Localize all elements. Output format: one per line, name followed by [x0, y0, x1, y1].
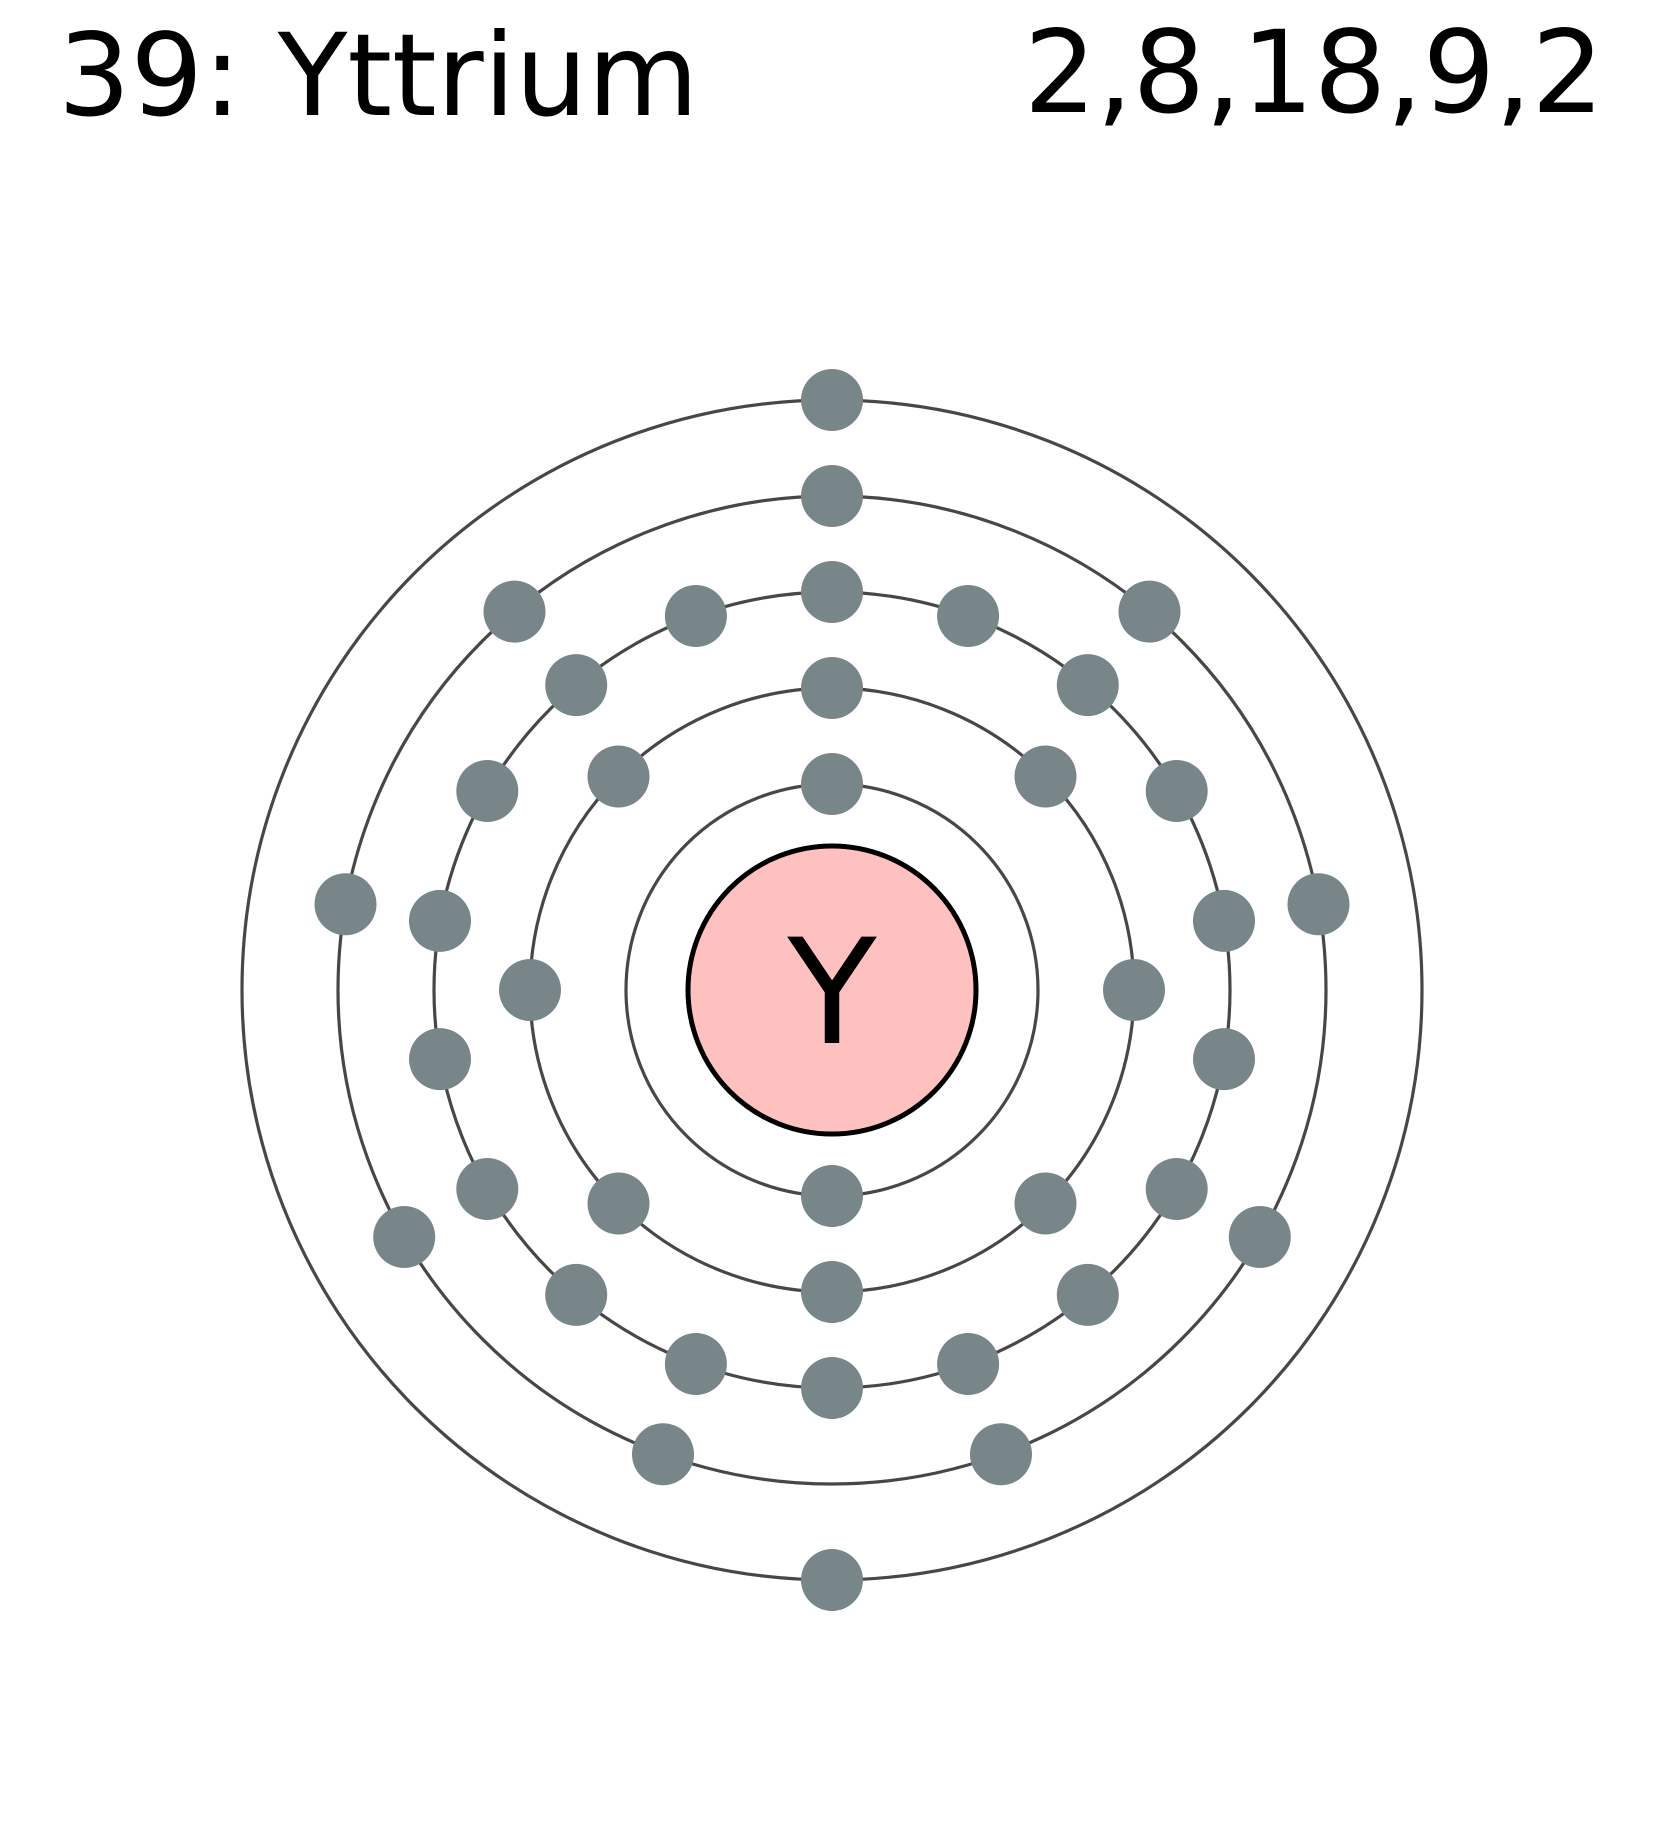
electron-icon	[373, 1206, 436, 1268]
electron-icon	[409, 889, 471, 952]
electron-icon	[801, 369, 863, 431]
electron-icon	[801, 465, 863, 527]
electron-icon	[1103, 959, 1165, 1021]
electron-icon	[664, 585, 727, 647]
electron-icon	[937, 585, 1000, 647]
electron-icon	[1193, 1028, 1255, 1091]
electron-icon	[587, 1172, 650, 1235]
electron-icon	[1228, 1206, 1291, 1268]
electron-icon	[1014, 1172, 1077, 1235]
electron-icon	[1056, 654, 1119, 717]
electron-icon	[1145, 760, 1208, 822]
nucleus-circle	[685, 843, 979, 1137]
electrons	[314, 369, 1350, 1611]
electron-icon	[937, 1333, 1000, 1395]
electron-icon	[456, 760, 519, 822]
electron-icon	[801, 1165, 863, 1227]
electron-icon	[314, 873, 377, 936]
electron-icon	[1193, 889, 1255, 952]
electron-icon	[801, 561, 863, 623]
electron-icon	[664, 1333, 727, 1395]
electron-icon	[483, 580, 546, 643]
electron-icon	[545, 1263, 608, 1326]
electron-icon	[1014, 745, 1077, 808]
electron-configuration: 2,8,18,9,2	[1024, 6, 1604, 139]
nucleus-symbol: Y	[786, 908, 877, 1078]
electron-icon	[1145, 1158, 1208, 1220]
electron-icon	[801, 753, 863, 815]
electron-icon	[801, 1549, 863, 1611]
electron-icon	[801, 657, 863, 719]
electron-icon	[632, 1423, 694, 1486]
electron-icon	[1287, 873, 1350, 936]
electron-icon	[409, 1028, 471, 1091]
electron-icon	[1118, 580, 1181, 643]
electron-icon	[970, 1423, 1032, 1486]
electron-icon	[801, 1357, 863, 1419]
electron-icon	[499, 959, 561, 1021]
electron-icon	[801, 1261, 863, 1323]
electron-icon	[456, 1158, 519, 1220]
element-title: 39: Yttrium	[58, 9, 699, 142]
electron-icon	[545, 654, 608, 717]
electron-icon	[1056, 1263, 1119, 1326]
electron-icon	[587, 745, 650, 808]
nucleus: Y	[685, 843, 979, 1137]
